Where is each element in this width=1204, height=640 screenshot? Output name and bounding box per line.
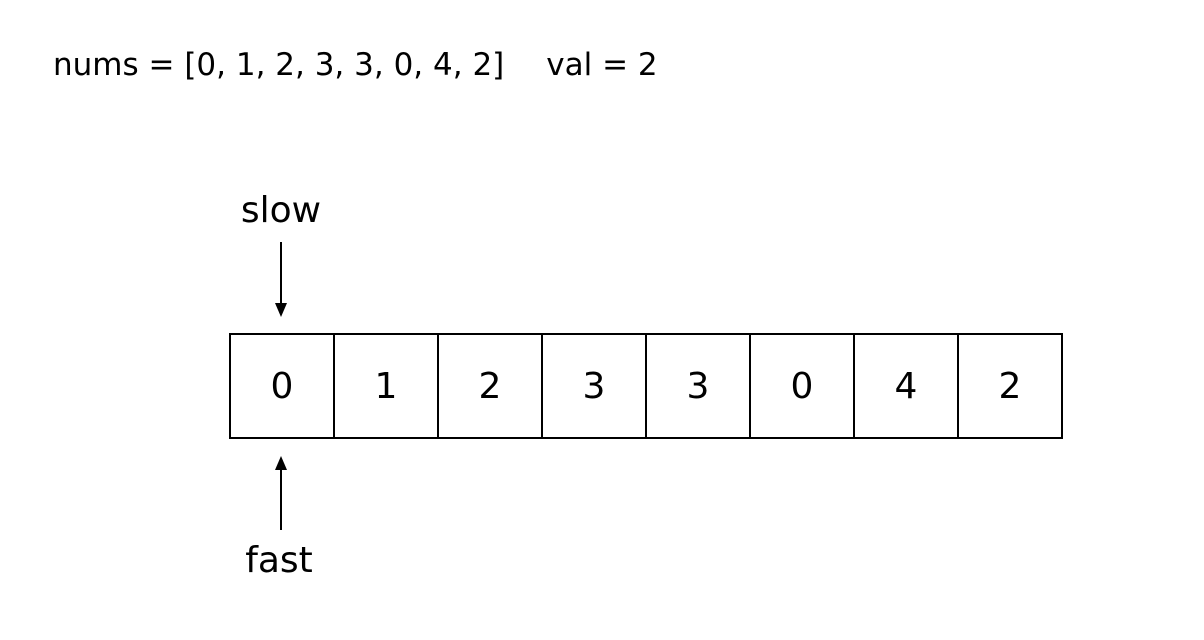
array-cell: 2 xyxy=(959,335,1063,437)
array-cell: 0 xyxy=(231,335,335,437)
val-text: val = 2 xyxy=(546,47,658,83)
array-cell: 4 xyxy=(855,335,959,437)
array-cell: 0 xyxy=(751,335,855,437)
array-cell: 2 xyxy=(439,335,543,437)
nums-text: nums = [0, 1, 2, 3, 3, 0, 4, 2] xyxy=(53,47,505,83)
array-cell: 1 xyxy=(335,335,439,437)
slow-pointer-label: slow xyxy=(240,190,322,231)
problem-statement: nums = [0, 1, 2, 3, 3, 0, 4, 2] val = 2 xyxy=(53,43,658,87)
fast-pointer-label: fast xyxy=(245,540,313,581)
fast-arrow xyxy=(275,456,287,530)
slow-arrow xyxy=(275,242,287,317)
array-cells: 0 1 2 3 3 0 4 2 xyxy=(229,333,1063,439)
array-cell: 3 xyxy=(647,335,751,437)
array-cell: 3 xyxy=(543,335,647,437)
